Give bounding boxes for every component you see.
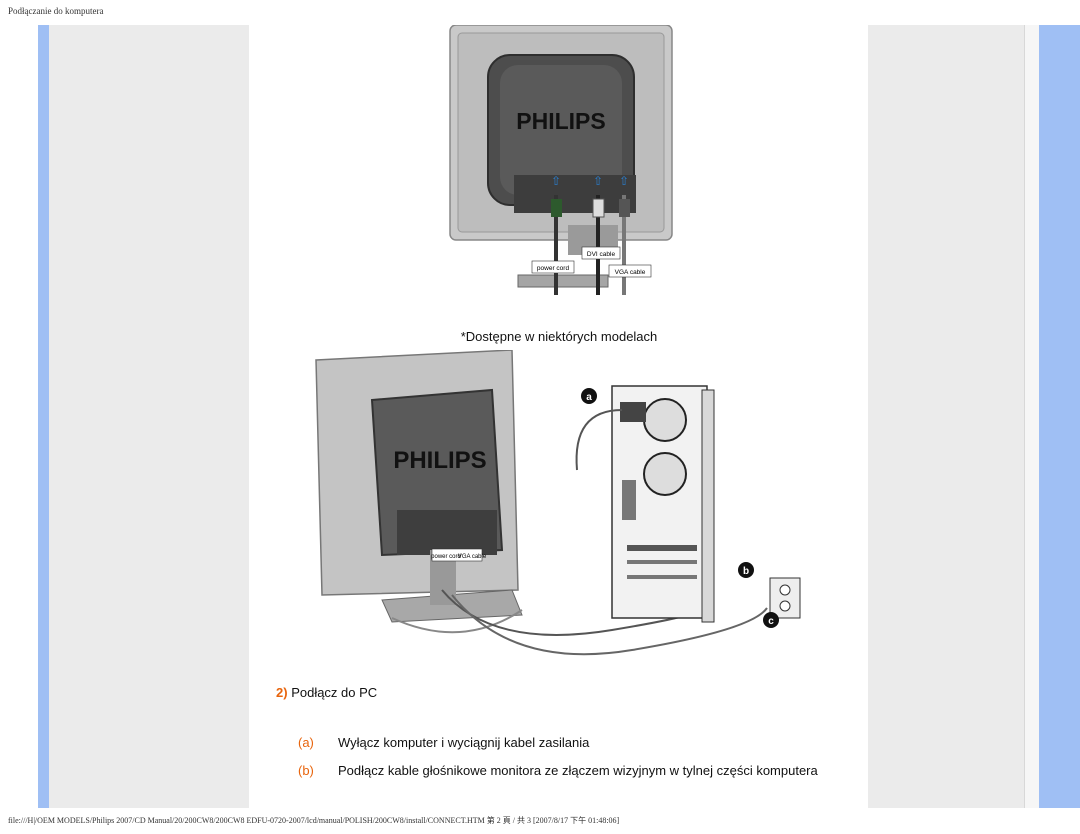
item-text: Podłącz kable głośnikowe monitora ze złą…: [338, 763, 818, 778]
arrow-up-icon: ⇧: [619, 174, 629, 188]
step-heading: 2) Podłącz do PC: [276, 685, 377, 700]
right-grey-margin: [868, 25, 1024, 808]
right-divider: [1024, 25, 1039, 808]
brand-logo-1: PHILIPS: [516, 108, 605, 134]
label-dvi-cable: DVI cable: [587, 251, 616, 258]
marker-c: c: [768, 616, 774, 627]
label-vga-cable: VGA cable: [615, 269, 646, 276]
arrow-up-icon: ⇧: [551, 174, 561, 188]
list-item: (a) Wyłącz komputer i wyciągnij kabel za…: [298, 735, 589, 750]
label-vga-cable-2: VGA cable: [458, 554, 487, 560]
label-power-cord: power cord: [537, 265, 570, 272]
step-number: 2): [276, 685, 288, 700]
left-blue-bar: [38, 25, 49, 808]
monitor-to-pc-illustration: PHILIPS power cord VGA cable a b c: [315, 350, 801, 656]
list-item: (b) Podłącz kable głośnikowe monitora ze…: [298, 763, 818, 778]
item-letter: (a): [298, 735, 314, 750]
right-blue-bar: [1039, 25, 1080, 808]
label-power-cord-2: power cord: [431, 554, 461, 560]
page-footer-path: file:///H|/OEM MODELS/Philips 2007/CD Ma…: [8, 816, 620, 825]
left-grey-margin: [49, 25, 249, 808]
marker-b: b: [743, 566, 749, 577]
availability-note: *Dostępne w niektórych modelach: [460, 329, 658, 344]
item-text: Wyłącz komputer i wyciągnij kabel zasila…: [338, 735, 590, 750]
monitor-rear-illustration: PHILIPS ⇧ ⇧ ⇧ power cord DVI cable VGA c…: [449, 25, 673, 295]
marker-a: a: [586, 392, 592, 403]
page-header-title: Podłączanie do komputera: [8, 6, 104, 16]
step-text: Podłącz do PC: [291, 685, 378, 700]
brand-logo-2: PHILIPS: [393, 447, 486, 474]
item-letter: (b): [298, 763, 314, 778]
arrow-up-icon: ⇧: [593, 174, 603, 188]
